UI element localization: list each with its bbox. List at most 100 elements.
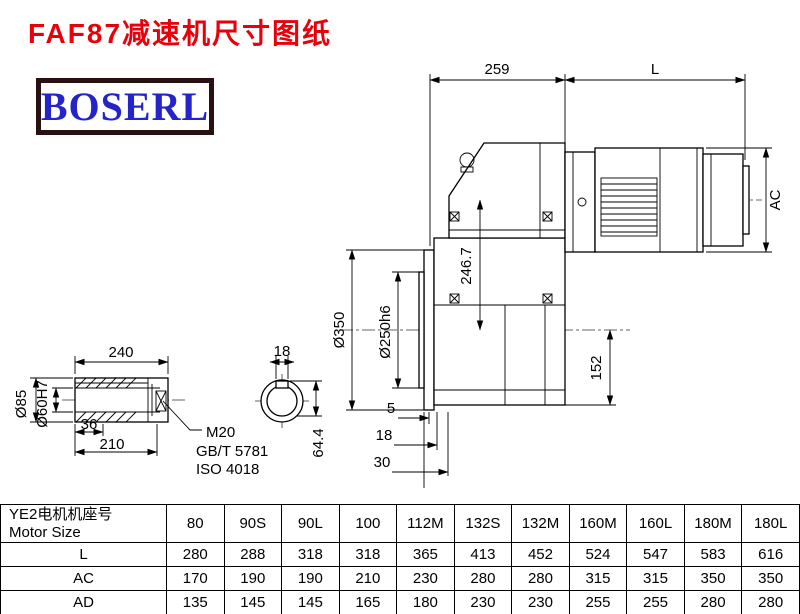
logo-text: BOSERL xyxy=(40,83,210,129)
technical-drawing: 259 L AC Ø350 Ø250h6 246.7 152 5 18 30 2… xyxy=(13,61,784,488)
table-cell: 365 xyxy=(396,542,455,567)
table-row-L: L 280 288 318 318 365 413 452 524 547 58… xyxy=(0,542,800,567)
dim-label-64-4: 64.4 xyxy=(310,428,327,457)
table-cell: 280 xyxy=(511,566,570,591)
boserl-logo: BOSERL xyxy=(36,78,214,135)
gear-case xyxy=(433,237,566,406)
retaining-bolt xyxy=(155,390,167,412)
shaft-end-view xyxy=(260,379,304,423)
table-cell: 255 xyxy=(626,590,685,614)
motor-body xyxy=(594,147,704,253)
table-cell: 190 xyxy=(281,566,340,591)
dim-label-30: 30 xyxy=(374,454,391,471)
table-cell: 616 xyxy=(741,542,800,567)
shaft-body xyxy=(74,377,169,423)
table-cell: 210 xyxy=(338,566,398,591)
motor-stator xyxy=(600,177,658,237)
size-header: 90L xyxy=(281,504,340,543)
dim-label-shaft-od: Ø85 xyxy=(13,390,30,418)
table-cell: 350 xyxy=(741,566,800,591)
table-header-row: YE2电机机座号 Motor Size 80 90S 90L 100 112M … xyxy=(0,504,800,543)
standard-iso-label: ISO 4018 xyxy=(196,461,259,478)
dim-label-spigot: Ø250h6 xyxy=(377,305,394,358)
size-header: 132M xyxy=(511,504,570,543)
table-cell: 524 xyxy=(568,542,628,567)
size-header: 100 xyxy=(338,504,398,543)
dimension-labels: 259 L AC Ø350 Ø250h6 246.7 152 5 18 30 2… xyxy=(13,61,784,478)
shaft-bore-circle xyxy=(266,385,298,417)
keyway xyxy=(275,380,289,389)
table-cell: 315 xyxy=(626,566,685,591)
dim-label-bore: Ø60H7 xyxy=(34,380,51,428)
table-header-motor-size: YE2电机机座号 Motor Size xyxy=(0,504,167,543)
table-cell: 452 xyxy=(511,542,570,567)
flange-bolt-symbols xyxy=(449,211,553,304)
table-cell: 547 xyxy=(626,542,685,567)
size-header: 160L xyxy=(626,504,685,543)
size-header: 90S xyxy=(223,504,283,543)
motor-size-table: YE2电机机座号 Motor Size 80 90S 90L 100 112M … xyxy=(0,504,800,614)
fan-end-cap xyxy=(742,165,750,235)
table-cell: 255 xyxy=(568,590,628,614)
dim-label-18: 18 xyxy=(376,427,393,444)
table-cell: 230 xyxy=(453,590,513,614)
thread-label: M20 xyxy=(206,424,235,441)
shaft-detail xyxy=(74,377,169,423)
gearbox-housing xyxy=(418,142,566,411)
stator-fins xyxy=(601,183,657,233)
eyebolt-icon xyxy=(459,152,475,168)
mounting-flange xyxy=(423,249,435,411)
row-label: L xyxy=(0,542,167,567)
size-header: 180M xyxy=(683,504,743,543)
eyebolt-base xyxy=(460,166,474,173)
dim-label-210: 210 xyxy=(99,436,124,453)
size-header: 80 xyxy=(166,504,225,543)
motor-size-label-cn: YE2电机机座号 xyxy=(9,505,113,523)
dimension-lines xyxy=(30,74,772,488)
shaft-hatching xyxy=(75,377,137,423)
dim-label-240: 240 xyxy=(108,344,133,361)
table-cell: 170 xyxy=(166,566,225,591)
table-cell: 280 xyxy=(453,566,513,591)
table-cell: 288 xyxy=(223,542,283,567)
table-cell: 413 xyxy=(453,542,513,567)
table-cell: 315 xyxy=(568,566,628,591)
size-header: 132S xyxy=(453,504,513,543)
size-header: 160M xyxy=(568,504,628,543)
table-cell: 165 xyxy=(338,590,398,614)
dim-label-keyway-18: 18 xyxy=(274,343,291,360)
row-label: AD xyxy=(0,590,167,614)
table-cell: 318 xyxy=(338,542,398,567)
dim-label-36: 36 xyxy=(81,416,98,433)
motor xyxy=(564,147,750,253)
table-row-AD: AD 135 145 145 165 180 230 230 255 255 2… xyxy=(0,590,800,614)
dim-label-AC: AC xyxy=(767,189,784,210)
table-cell: 190 xyxy=(223,566,283,591)
table-cell: 230 xyxy=(511,590,570,614)
table-cell: 280 xyxy=(683,590,743,614)
page-title: FAF87减速机尺寸图纸 xyxy=(28,18,333,49)
table-cell: 180 xyxy=(396,590,455,614)
motor-size-label-en: Motor Size xyxy=(9,523,81,541)
dim-label-152: 152 xyxy=(588,355,605,380)
row-label: AC xyxy=(0,566,167,591)
table-cell: 280 xyxy=(166,542,225,567)
fan-cover xyxy=(702,153,744,247)
dim-label-246-7: 246.7 xyxy=(458,247,475,285)
dim-label-flange-od: Ø350 xyxy=(331,312,348,349)
table-cell: 583 xyxy=(683,542,743,567)
table-cell: 135 xyxy=(166,590,225,614)
standard-gb-label: GB/T 5781 xyxy=(196,443,268,460)
dim-label-5: 5 xyxy=(387,400,395,417)
table-row-AC: AC 170 190 190 210 230 280 280 315 315 3… xyxy=(0,566,800,591)
table-cell: 145 xyxy=(281,590,340,614)
table-cell: 318 xyxy=(281,542,340,567)
size-header: 180L xyxy=(741,504,800,543)
table-cell: 230 xyxy=(396,566,455,591)
size-header: 112M xyxy=(396,504,455,543)
table-cell: 145 xyxy=(223,590,283,614)
table-cell: 350 xyxy=(683,566,743,591)
dim-label-259: 259 xyxy=(484,61,509,78)
flange-spigot xyxy=(418,271,425,389)
